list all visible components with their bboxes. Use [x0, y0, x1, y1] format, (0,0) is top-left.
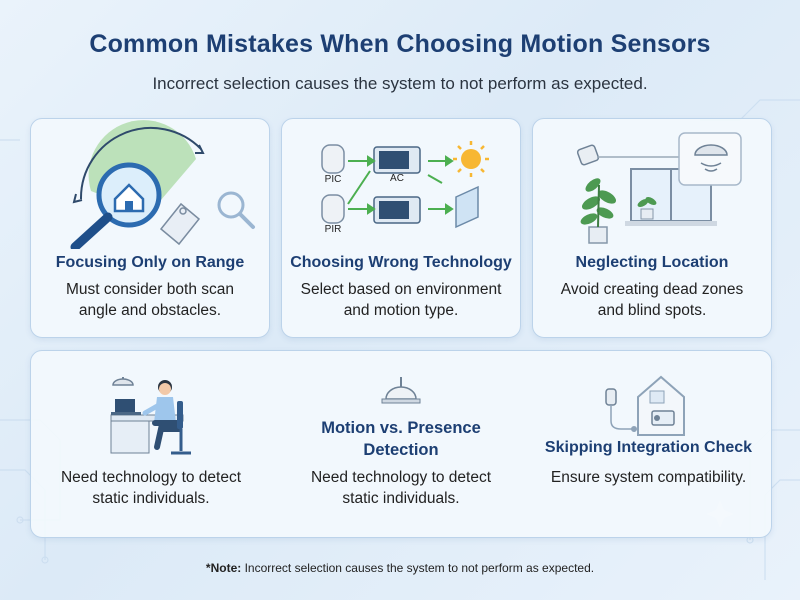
card-neglecting-location: Neglecting Location Avoid creating dead … — [532, 118, 772, 338]
card-heading: Focusing Only on Range — [55, 254, 245, 271]
card-wrong-technology: PIC AC PIR Choosing Wrong Technology Sel… — [281, 118, 521, 338]
person-at-desk-icon — [110, 377, 191, 455]
section-integration-check: Skipping Integration Check Ensure system… — [526, 351, 771, 537]
sensor-technology-icon — [321, 141, 489, 229]
card-description: Select based on environment and motion t… — [300, 281, 502, 319]
card-heading: Neglecting Location — [575, 254, 729, 271]
card-focusing-on-range: Focusing Only on Range Must consider bot… — [30, 118, 270, 338]
section-motion-presence: Motion vs. Presence Detection Need techn… — [276, 351, 526, 537]
window-sensor-icon — [576, 132, 742, 244]
sun-icon — [453, 141, 489, 177]
card-description: Ensure system compatibility. — [550, 469, 747, 486]
card-heading: Motion vs. Presence Detection — [321, 419, 481, 459]
note-text: Incorrect selection causes the system to… — [241, 561, 595, 575]
card-heading: Choosing Wrong Technology — [290, 254, 512, 271]
pir-label: PIR — [324, 224, 342, 235]
page-title: Common Mistakes When Choosing Motion Sen… — [89, 30, 711, 58]
card-description: Need technology to detect static individ… — [60, 469, 242, 507]
card-description: Must consider both scan angle and obstac… — [65, 281, 234, 319]
ac-label: AC — [390, 173, 404, 184]
ceiling-sensor-icon — [381, 377, 421, 404]
section-static-detection: Need technology to detect static individ… — [31, 351, 271, 537]
bottom-panel: Need technology to detect static individ… — [30, 350, 772, 538]
footnote: *Note: Incorrect selection causes the sy… — [0, 561, 800, 575]
card-description: Avoid creating dead zones and blind spot… — [560, 281, 744, 319]
card-heading: Skipping Integration Check — [544, 439, 753, 456]
pic-label: PIC — [324, 174, 342, 185]
magnifier-house-icon — [70, 120, 255, 249]
card-description: Need technology to detect static individ… — [310, 469, 492, 507]
note-label: *Note: — [205, 561, 242, 575]
smart-home-icon — [605, 375, 685, 436]
page-subtitle: Incorrect selection causes the system to… — [152, 74, 648, 93]
